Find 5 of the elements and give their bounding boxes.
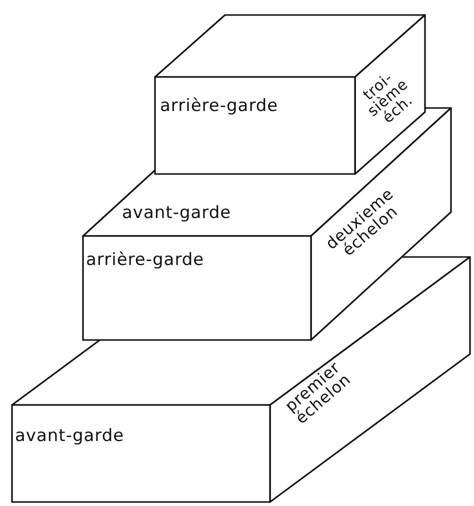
face-label: arrière-garde bbox=[86, 250, 204, 270]
face-label: avant-garde bbox=[15, 426, 124, 446]
stacked-block bbox=[155, 15, 425, 174]
face-label: arrière-garde bbox=[160, 96, 278, 116]
face-label: avant-garde bbox=[122, 203, 232, 224]
